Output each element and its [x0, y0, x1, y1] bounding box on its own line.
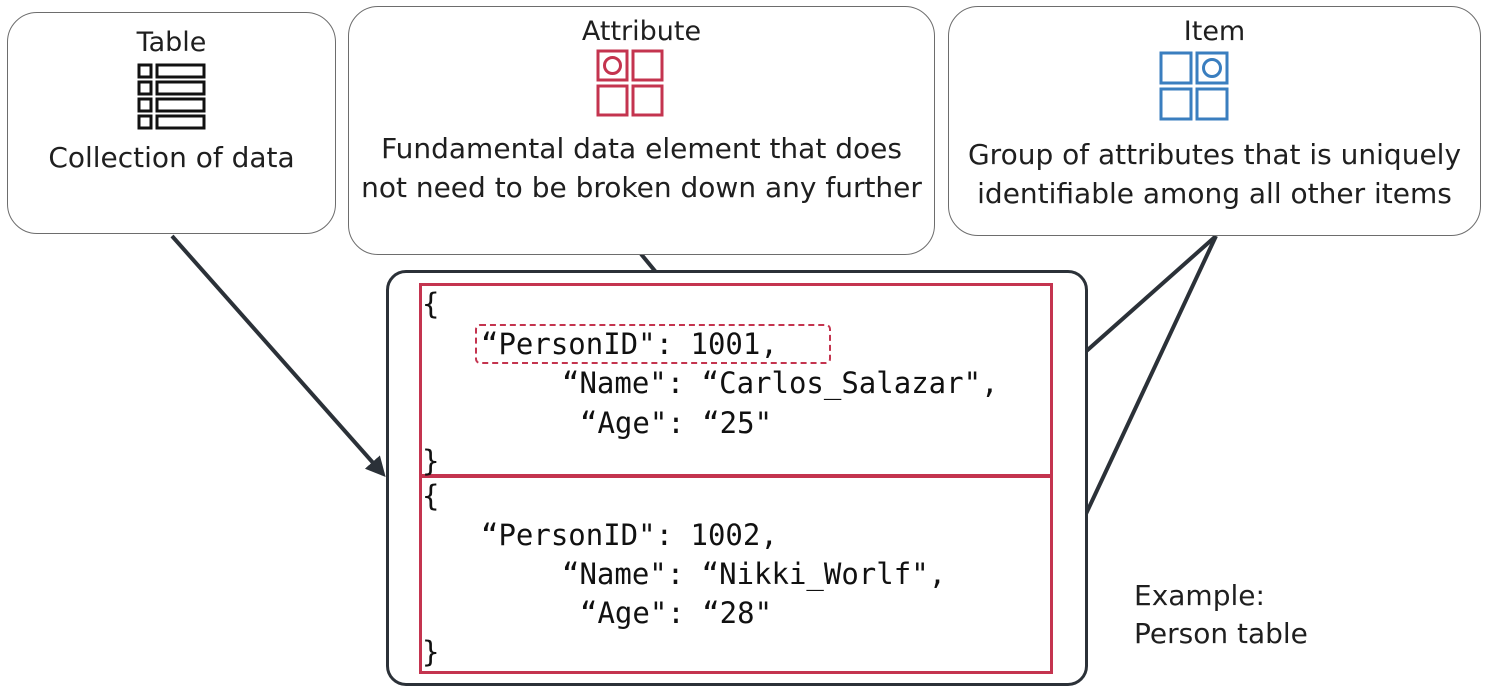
caption-line-2: Person table — [1134, 617, 1308, 650]
item-1-close-brace: } — [422, 444, 440, 478]
attribute-card: Attribute Fundamental data element that … — [348, 6, 935, 255]
example-caption: Example: Person table — [1134, 577, 1308, 653]
item-1-open-brace: { — [422, 287, 440, 321]
item-1-name: “Name": “Carlos_Salazar", — [562, 366, 999, 400]
table-description: Collection of data — [48, 141, 295, 174]
table-arrow — [170, 234, 386, 477]
item-2-close-brace: } — [422, 635, 440, 669]
attribute-title: Attribute — [581, 16, 702, 47]
table-icon — [137, 63, 206, 130]
caption-line-1: Example: — [1134, 579, 1265, 612]
table-title: Table — [136, 27, 207, 58]
item-2-name: “Name": “Nikki_Worlf", — [562, 557, 947, 591]
attribute-description: Fundamental data element that does not n… — [361, 132, 922, 204]
table-card: Table Collection of data — [7, 12, 336, 234]
item-title: Item — [1183, 16, 1246, 47]
item-2-person-id: “PersonID": 1002, — [481, 518, 778, 552]
item-1-age: “Age": “25" — [580, 406, 773, 440]
item-2-age: “Age": “28" — [580, 596, 773, 630]
item-grid-icon — [1159, 51, 1229, 121]
item-box — [419, 474, 1053, 674]
item-card: Item Group of attributes that is uniquel… — [948, 6, 1481, 236]
attribute-grid-icon — [596, 49, 664, 117]
item-description: Group of attributes that is uniquely ide… — [967, 138, 1462, 210]
attribute-highlight — [475, 324, 831, 364]
table-frame — [386, 270, 1088, 686]
item-1-person-id: “PersonID": 1001, — [481, 327, 778, 361]
item-2-open-brace: { — [422, 479, 440, 513]
